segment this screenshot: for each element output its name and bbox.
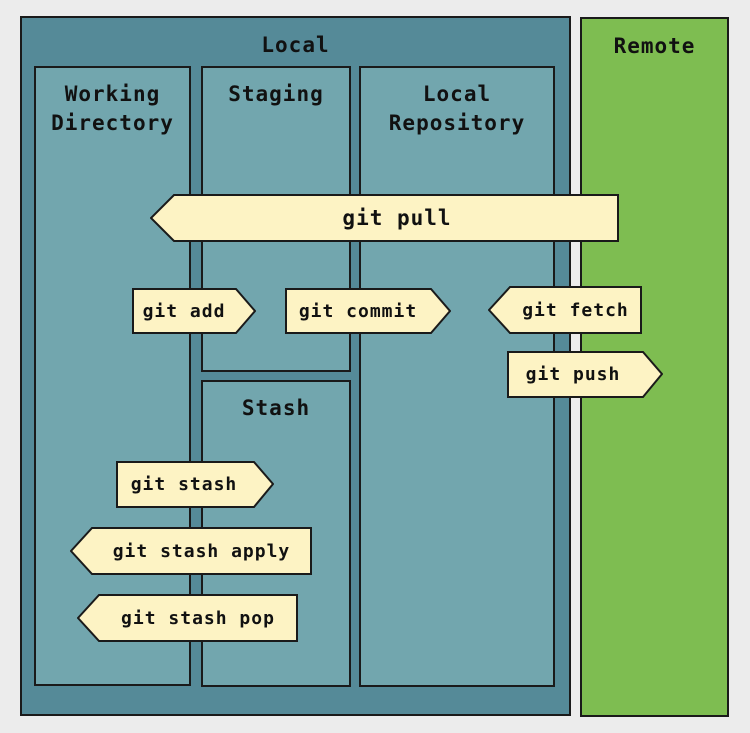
local-zone-title: Local [261,33,330,57]
arrow-right-shape [132,288,257,334]
git-stash-apply-label: git stash apply [112,540,291,562]
git-fetch-label: git fetch [522,299,629,321]
arrow-right-shape [116,461,275,508]
git-stash-apply-arrow: git stash apply [69,527,313,575]
git-fetch-arrow: git fetch [487,286,643,334]
local-repository-zone: Local Repository [359,66,555,687]
local-repository-title: Local Repository [388,82,526,135]
git-pull-label: git pull [342,206,452,230]
arrow-left-shape [69,527,312,575]
git-commit-arrow: git commit [285,288,452,334]
git-add-label: git add [142,300,226,322]
arrow-right-shape [285,288,452,334]
git-stash-arrow: git stash [116,461,275,508]
git-pull-arrow: git pull [149,194,620,242]
arrow-left-shape [149,194,619,242]
working-directory-title: Working Directory [51,82,174,135]
arrow-left-shape [76,594,298,642]
git-commit-label: git commit [298,300,418,322]
git-push-arrow: git push [507,351,664,398]
remote-zone-title: Remote [613,34,696,58]
git-push-label: git push [525,364,621,385]
git-stash-pop-arrow: git stash pop [76,594,299,642]
git-stash-pop-label: git stash pop [121,607,275,629]
arrow-right-shape [507,351,664,398]
staging-title: Staging [228,82,324,106]
stash-title: Stash [241,396,311,420]
git-stash-label: git stash [130,474,238,495]
working-directory-zone: Working Directory [34,66,191,686]
git-add-arrow: git add [132,288,257,334]
arrow-left-shape [487,286,642,334]
